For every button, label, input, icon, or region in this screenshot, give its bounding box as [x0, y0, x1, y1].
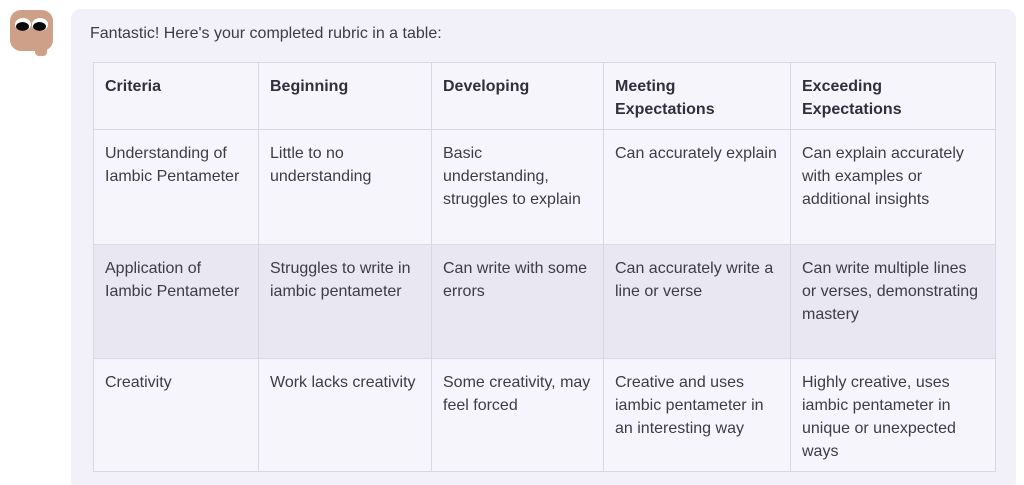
- table-cell: Can explain accurately with examples or …: [790, 129, 996, 245]
- avatar-pupil-right: [33, 22, 46, 31]
- avatar-eyes: [10, 18, 53, 31]
- table-cell: Some creativity, may feel forced: [431, 358, 604, 472]
- avatar-pupil-left: [16, 22, 29, 31]
- table-cell: Work lacks creativity: [258, 358, 432, 472]
- column-header: Criteria: [93, 62, 259, 130]
- assistant-message-bubble: Fantastic! Here's your completed rubric …: [71, 9, 1016, 485]
- table-cell: Can accurately write a line or verse: [603, 244, 791, 359]
- avatar-bubble-tail: [35, 44, 47, 56]
- avatar-eye-right-icon: [32, 18, 48, 31]
- table-cell: Struggles to write in iambic pentameter: [258, 244, 432, 359]
- table-cell: Can accurately explain: [603, 129, 791, 245]
- table-cell: Little to no understanding: [258, 129, 432, 245]
- table-cell: Creativity: [93, 358, 259, 472]
- table-cell: Understanding of Iambic Pentameter: [93, 129, 259, 245]
- table-cell: Application of Iambic Pentameter: [93, 244, 259, 359]
- table-cell: Highly creative, uses iambic pentameter …: [790, 358, 996, 472]
- table-cell: Can write multiple lines or verses, demo…: [790, 244, 996, 359]
- table-cell: Basic understanding, struggles to explai…: [431, 129, 604, 245]
- table-cell: Can write with some errors: [431, 244, 604, 359]
- message-text: Fantastic! Here's your completed rubric …: [90, 25, 442, 42]
- avatar-eye-left-icon: [15, 18, 31, 31]
- column-header: Meeting Expectations: [603, 62, 791, 130]
- column-header: Exceeding Expectations: [790, 62, 996, 130]
- table-cell: Creative and uses iambic pentameter in a…: [603, 358, 791, 472]
- assistant-avatar: [10, 10, 53, 56]
- column-header: Developing: [431, 62, 604, 130]
- column-header: Beginning: [258, 62, 432, 130]
